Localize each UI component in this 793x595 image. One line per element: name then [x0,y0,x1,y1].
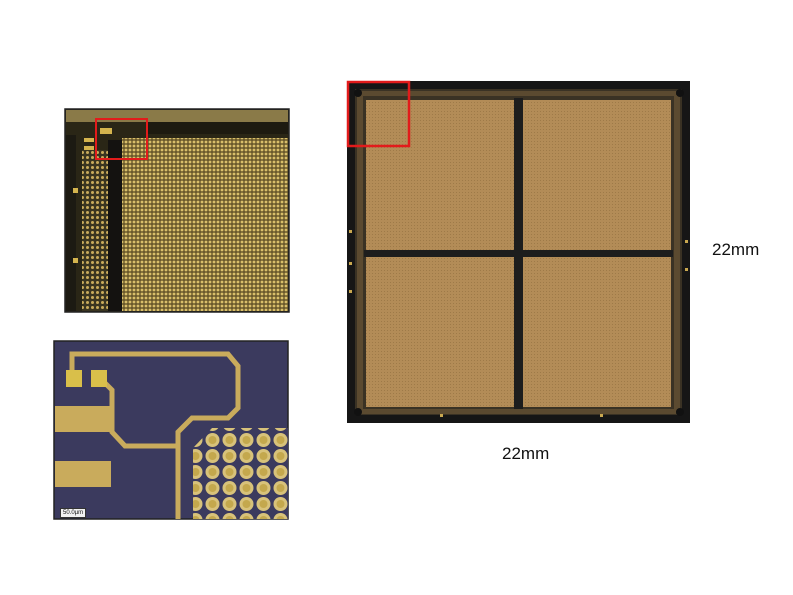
die-quadrant-bottom-left [366,257,514,407]
die-channel-horizontal [364,250,673,257]
zoom1-side-bumps [82,150,108,311]
chip-width-label: 22mm [502,444,550,463]
zoom2-rect-pad [55,406,111,432]
zoom1-dark-channel [108,140,122,311]
zoom2-trace [98,376,176,449]
die-quadrant-top-right [523,100,671,250]
zoom2-bump-array [193,428,288,519]
scale-bar-label: 50.0µm [60,508,87,518]
die-corner-mark [676,89,684,97]
chip-height-label: 22mm [712,240,760,259]
zoom2-pad [91,370,107,387]
die-corner-mark [354,408,362,416]
zoom2-rect-pad [55,461,111,487]
die-edge-right [674,95,680,411]
zoom1-top-bar [66,110,288,122]
die-edge-top [361,91,676,96]
zoom1-top-dark [148,122,288,134]
zoom1-left-column [66,135,76,311]
die-edge-pads [349,230,688,417]
zoom1-bump-array [122,138,288,311]
callout-box-main [346,80,411,148]
callout-box-zoom1 [95,118,148,160]
zoom-panel-1 [64,108,290,313]
zoom1-pads [73,128,112,263]
main-die [347,81,690,423]
zoom2-trace [69,351,241,519]
zoom2-pad [66,370,82,387]
zoom-panel-2 [53,340,289,520]
die-edge-bottom [361,409,676,414]
die-quadrant-top-left [366,100,514,250]
die-edge-left [357,95,363,411]
die-corner-mark [354,89,362,97]
die-corner-mark [676,408,684,416]
die-quadrant-bottom-right [523,257,671,407]
